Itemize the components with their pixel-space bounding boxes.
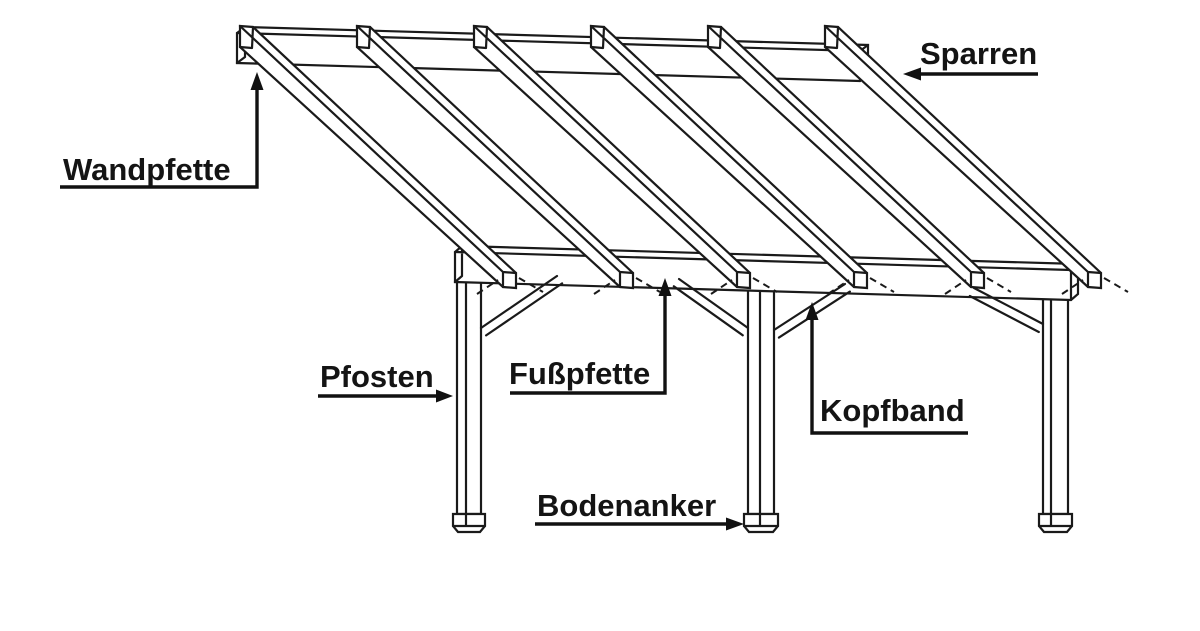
rafter-tail-hidden-dashes bbox=[476, 277, 544, 295]
wandpfette-leader-line bbox=[60, 90, 259, 189]
label-pfosten: Pfosten bbox=[318, 359, 453, 403]
label-kopfband: Kopfband bbox=[805, 302, 968, 435]
post-base-anchor-edges bbox=[742, 512, 780, 528]
post-base-anchor-edges bbox=[1037, 512, 1074, 528]
post-base-anchor bbox=[1037, 512, 1074, 534]
rafters-group bbox=[238, 24, 1103, 290]
post bbox=[455, 270, 483, 516]
pfosten-label-text: Pfosten bbox=[320, 359, 434, 394]
fusspfette-label-text: Fußpfette bbox=[509, 356, 650, 391]
sparren-arrowhead-icon bbox=[903, 67, 921, 81]
fusspfette-edges bbox=[453, 244, 1073, 302]
bodenanker-arrowhead-icon bbox=[726, 517, 744, 531]
sparren-label-text: Sparren bbox=[920, 36, 1037, 71]
label-wandpfette: Wandpfette bbox=[60, 72, 264, 189]
wandpfette-label-text: Wandpfette bbox=[63, 152, 231, 187]
kopfband-brace bbox=[479, 274, 564, 337]
rafter-edges bbox=[823, 24, 1103, 289]
fusspfette-arrowhead-icon bbox=[658, 278, 672, 296]
wandpfette-arrowhead-icon bbox=[250, 72, 264, 90]
rafter-edges bbox=[706, 24, 986, 289]
rafter-tail-hidden-dashes bbox=[1061, 277, 1129, 295]
label-sparren: Sparren bbox=[903, 36, 1038, 81]
post-base-anchor-edges bbox=[451, 512, 487, 528]
kopfband-leader-line bbox=[810, 320, 968, 435]
rafter-edges bbox=[355, 24, 635, 289]
post-base-anchor bbox=[451, 512, 487, 534]
rafter-tail-hidden-dashes bbox=[593, 277, 661, 295]
rafter-tail-hidden-dashes bbox=[827, 277, 895, 295]
label-bodenanker: Bodenanker bbox=[535, 488, 744, 531]
rafter-tail-hidden-dashes bbox=[944, 277, 1012, 295]
rafter-edges bbox=[589, 24, 869, 289]
post bbox=[1041, 270, 1070, 516]
bodenanker-label-text: Bodenanker bbox=[537, 488, 716, 523]
label-fusspfette: Fußpfette bbox=[509, 278, 672, 395]
kopfband-arrowhead-icon bbox=[805, 302, 819, 320]
kopfband-brace bbox=[968, 286, 1045, 334]
kopfband-brace bbox=[672, 277, 750, 337]
rafter-edges bbox=[238, 24, 518, 289]
hidden-edges-group bbox=[476, 277, 1129, 295]
kopfband-label-text: Kopfband bbox=[820, 393, 965, 428]
rafter-edges bbox=[472, 24, 752, 289]
rafter-tail-hidden-dashes bbox=[710, 277, 778, 295]
fusspfette-leader-line bbox=[510, 296, 667, 395]
pfosten-arrowhead-icon bbox=[436, 389, 453, 403]
